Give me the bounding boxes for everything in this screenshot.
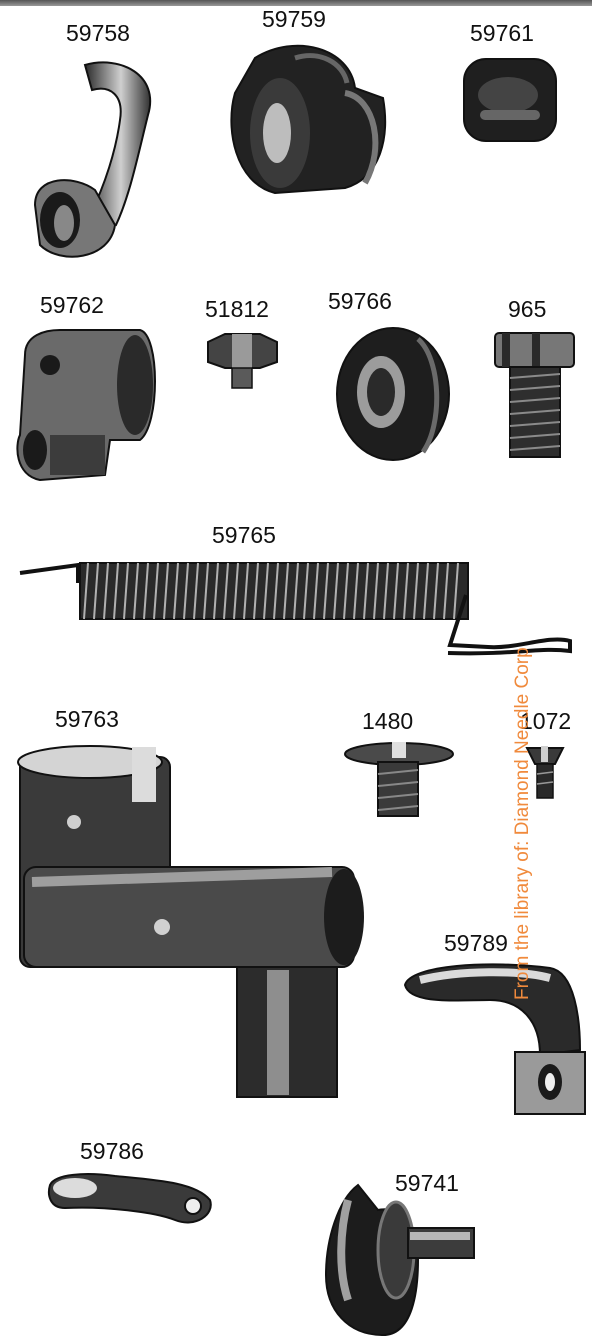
part-59766-image <box>336 327 450 461</box>
part-number-59761: 59761 <box>470 20 534 46</box>
part-number-59763: 59763 <box>55 706 119 732</box>
part-59758-image <box>33 61 151 258</box>
part-59761-image <box>463 58 557 142</box>
part-59789-image <box>403 963 586 1115</box>
part-number-59741: 59741 <box>395 1170 459 1196</box>
part-59765-image <box>19 562 572 656</box>
library-watermark: From the library of: Diamond Needle Corp <box>512 647 533 1000</box>
part-1072-image <box>525 746 565 799</box>
scan-top-edge <box>0 0 592 6</box>
part-number-59766: 59766 <box>328 288 392 314</box>
part-number-59765: 59765 <box>212 522 276 548</box>
part-number-1480: 1480 <box>362 708 414 734</box>
part-number-59759: 59759 <box>262 6 326 32</box>
part-965-image <box>494 332 575 458</box>
part-number-59762: 59762 <box>40 292 104 318</box>
part-number-1072: 1072 <box>520 708 572 734</box>
part-59763-image <box>17 745 364 1098</box>
part-number-59789: 59789 <box>444 930 508 956</box>
part-59762-image <box>16 329 156 482</box>
part-59786-image <box>47 1173 212 1224</box>
part-51812-image <box>207 333 278 389</box>
part-number-59758: 59758 <box>66 20 130 46</box>
part-1480-image <box>344 742 454 817</box>
part-59741-image <box>324 1183 475 1337</box>
part-number-59786: 59786 <box>80 1138 144 1164</box>
part-59759-image <box>230 44 387 195</box>
part-number-965: 965 <box>508 296 547 322</box>
part-number-51812: 51812 <box>205 296 269 322</box>
